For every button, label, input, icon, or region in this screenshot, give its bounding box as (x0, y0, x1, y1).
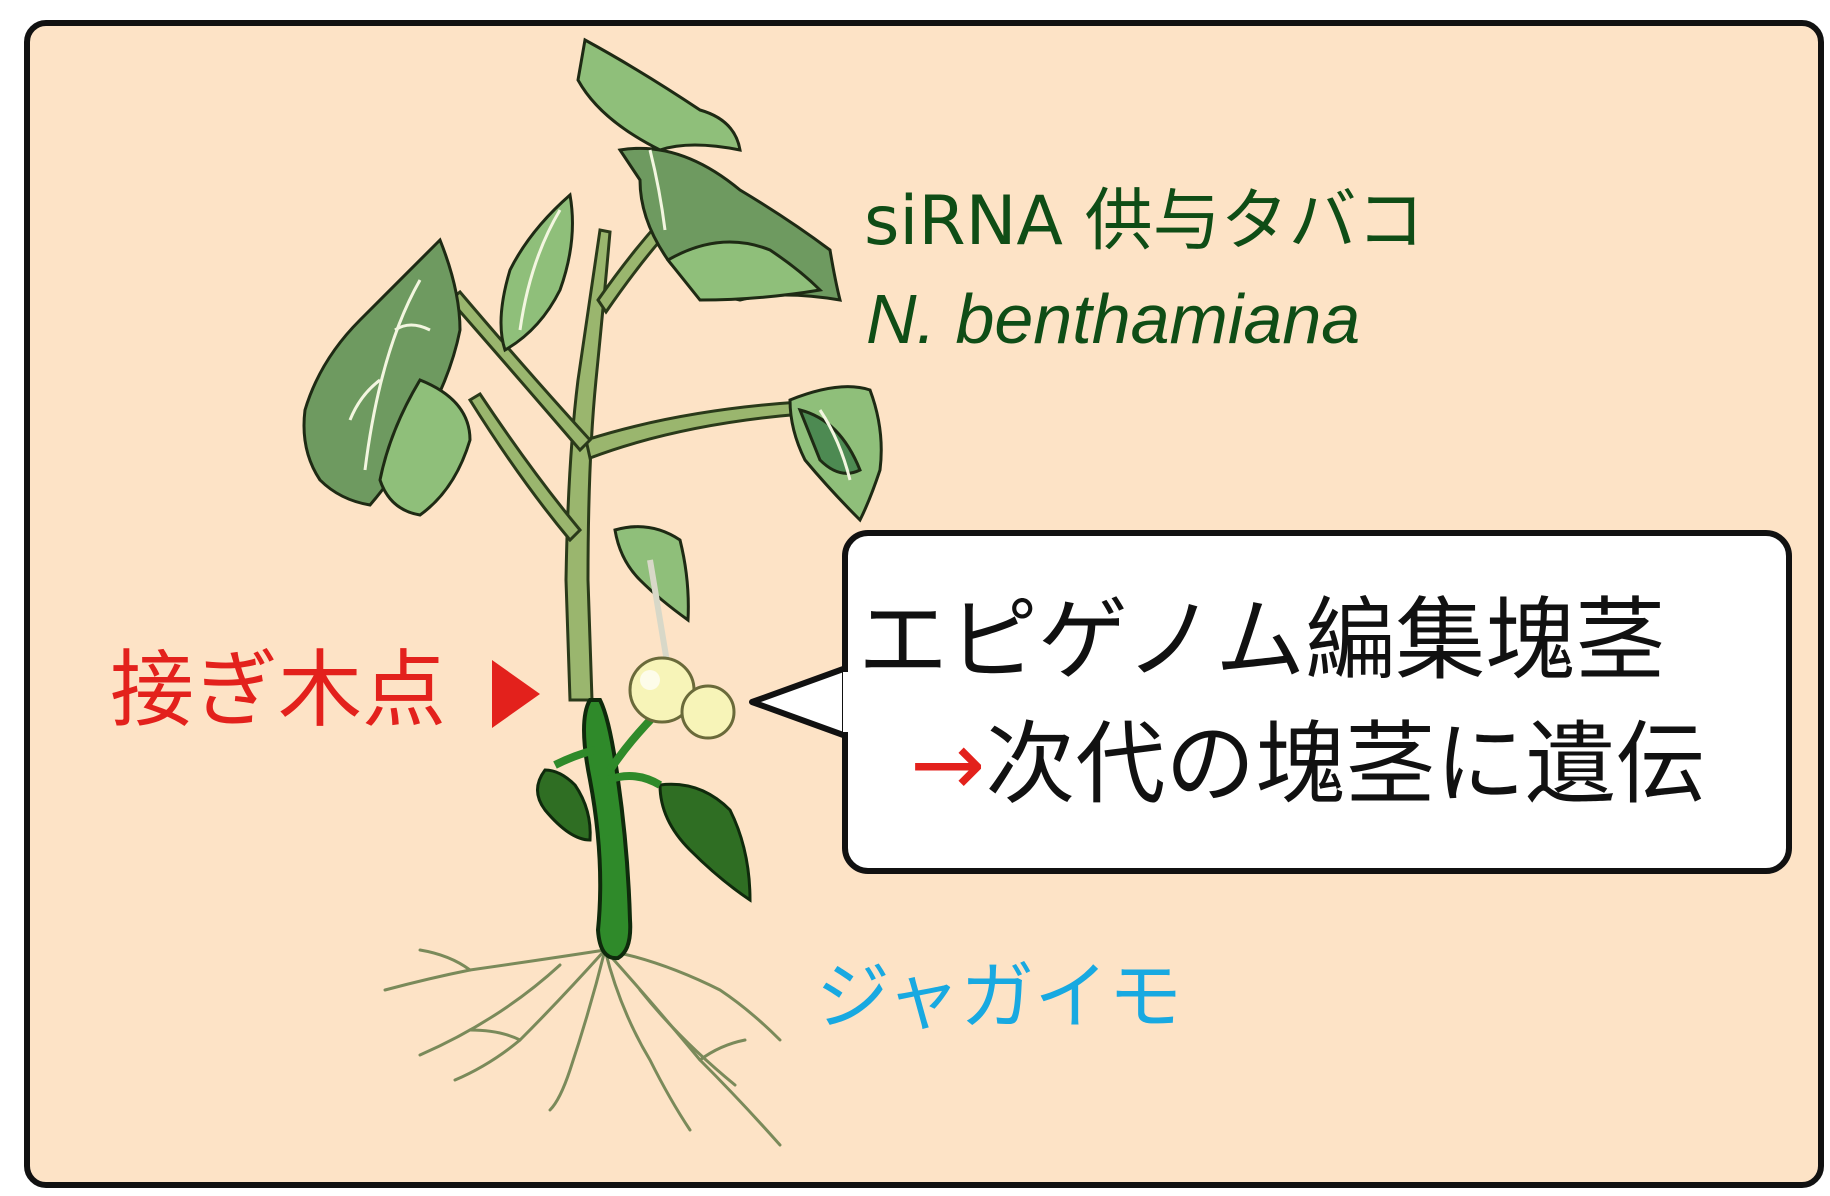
potato-leaves (536, 746, 752, 903)
callout-line2: →次代の塊茎に遺伝 (910, 720, 1705, 810)
leaf-veins (348, 149, 852, 481)
tubers (628, 656, 736, 740)
graft-point-label: 接ぎ木点 (110, 641, 447, 739)
donor-title: siRNA 供与タバコ (864, 182, 1425, 261)
donor-branch-lower-left (467, 391, 583, 543)
donor-species: N. benthamiana (866, 280, 1361, 358)
callout-pointer (749, 665, 849, 739)
roots (383, 948, 782, 1147)
right-triangle-icon (492, 660, 540, 728)
rootstock-label: ジャガイモ (816, 954, 1183, 1040)
callout-line2-text: 次代の塊茎に遺伝 (985, 712, 1706, 817)
callout-pointer-joint (843, 672, 855, 732)
callout-line1: エピゲノム編集塊茎 (858, 588, 1666, 693)
right-arrow-icon: → (910, 712, 986, 817)
donor-branch-left (447, 289, 593, 453)
donor-branch-right (584, 400, 804, 461)
callout-box (842, 530, 1792, 874)
donor-leaves (302, 37, 883, 623)
